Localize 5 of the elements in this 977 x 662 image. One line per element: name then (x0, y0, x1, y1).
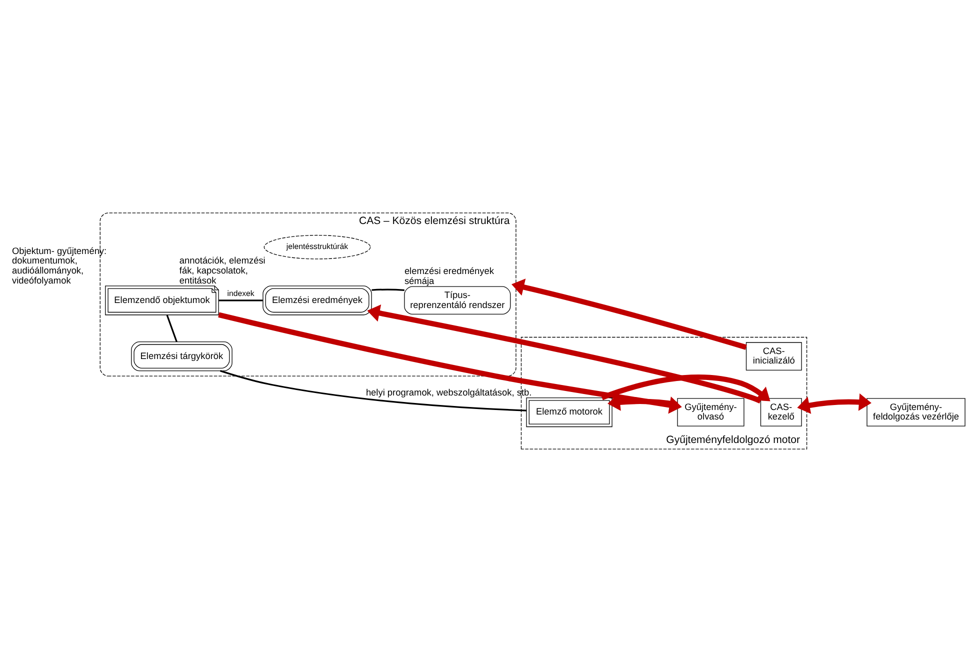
node-label: annotációk, elemzési fák, kapcsolatok, entitások (179, 256, 266, 286)
node-label: elemzési eredmények sémája (404, 266, 494, 286)
node-label: helyi programok, webszolgáltatások, stb. (366, 387, 532, 398)
node-label: dokumentumok, audióállományok, videófolyamok (12, 256, 84, 286)
node-label: Objektum- gyűjtemény: (12, 246, 107, 256)
